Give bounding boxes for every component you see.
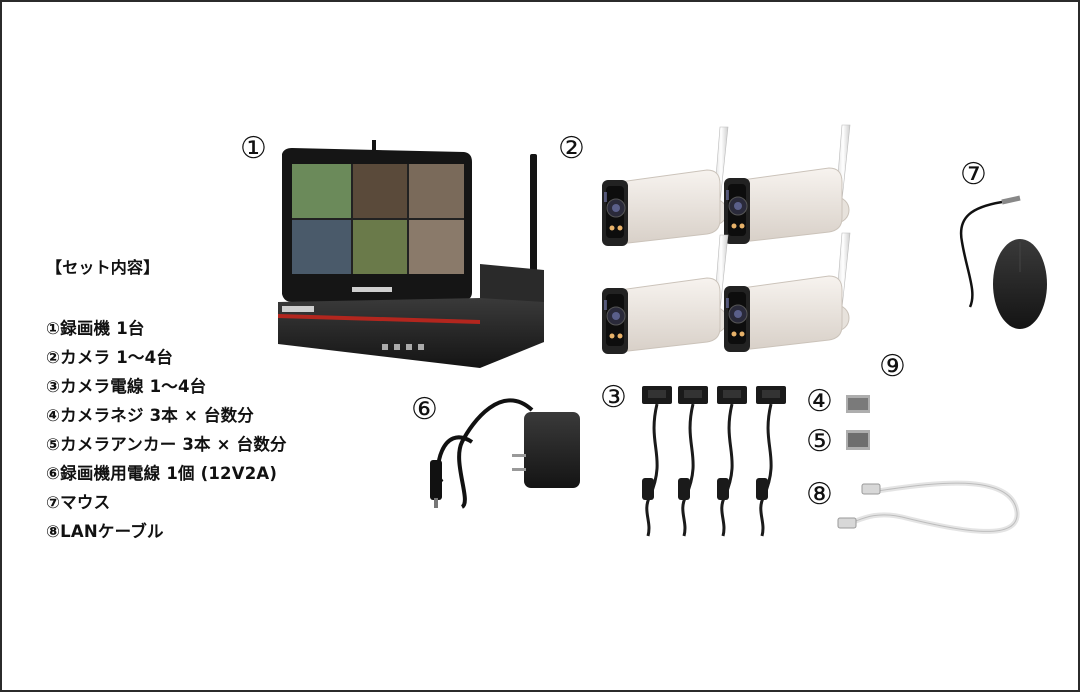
power-adapter-illustration bbox=[430, 398, 580, 509]
contents-item: ⑧LANケーブル bbox=[46, 522, 164, 541]
contents-item: ⑥録画機用電線 1個 (12V2A) bbox=[46, 464, 278, 483]
callout-7: ⑦ bbox=[960, 157, 987, 192]
contents-list: 【セット内容】 ①録画機 1台 ②カメラ 1～4台 ③カメラ電線 1～4台 ④カ… bbox=[46, 254, 287, 546]
contents-title: 【セット内容】 bbox=[46, 258, 160, 277]
contents-item: ⑤カメラアンカー 3本 × 台数分 bbox=[46, 435, 287, 454]
mouse-illustration bbox=[959, 195, 1047, 329]
callout-4: ④ bbox=[806, 384, 833, 419]
contents-item: ③カメラ電線 1～4台 bbox=[46, 377, 207, 396]
callout-3: ③ bbox=[600, 380, 627, 415]
callout-9: ⑨ bbox=[879, 349, 906, 384]
lan-cable-illustration bbox=[837, 480, 1020, 534]
callout-6: ⑥ bbox=[411, 392, 438, 427]
camera-cable-illustrations bbox=[640, 384, 788, 538]
callout-8: ⑧ bbox=[806, 477, 833, 512]
contents-item: ④カメラネジ 3本 × 台数分 bbox=[46, 406, 255, 425]
camera-illustrations bbox=[601, 124, 851, 355]
callout-1: ① bbox=[240, 131, 267, 166]
anchor-bag-illustration bbox=[846, 430, 870, 450]
screw-bag-illustration bbox=[846, 395, 870, 413]
callout-5: ⑤ bbox=[806, 424, 833, 459]
nvr-monitor-illustration bbox=[278, 140, 544, 368]
contents-item: ①録画機 1台 bbox=[46, 319, 145, 338]
contents-item: ②カメラ 1～4台 bbox=[46, 348, 173, 367]
callout-2: ② bbox=[558, 131, 585, 166]
contents-item: ⑦マウス bbox=[46, 493, 111, 512]
